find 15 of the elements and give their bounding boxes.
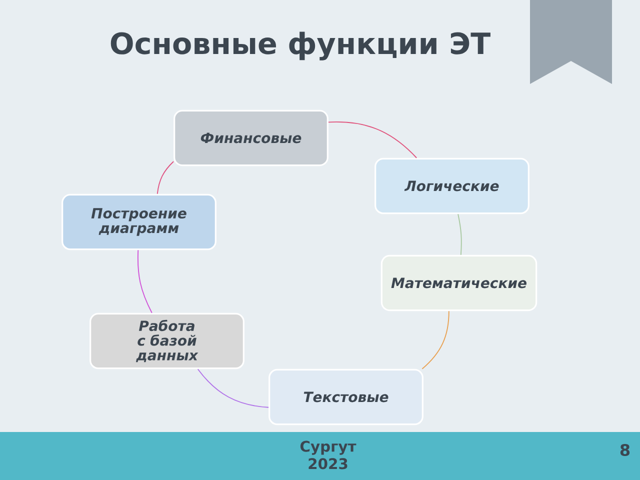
function-box: Математические (380, 254, 538, 312)
function-box: Работа с базой данных (90, 312, 244, 370)
function-box: Финансовые (174, 110, 328, 166)
function-box: Текстовые (268, 368, 424, 426)
title: Основные функции ЭТ (110, 32, 490, 60)
connector-arc (328, 122, 418, 158)
connector-arc (156, 161, 174, 194)
connector-arc (458, 214, 462, 256)
connector-arc (422, 310, 450, 370)
page-number: 8 (620, 444, 630, 456)
function-box: Логические (374, 158, 530, 214)
connector-arc (197, 368, 269, 408)
connector-arc (137, 250, 152, 314)
function-box: Построение диаграмм (62, 194, 216, 250)
place-year-label: Сургут 2023 (300, 440, 356, 470)
